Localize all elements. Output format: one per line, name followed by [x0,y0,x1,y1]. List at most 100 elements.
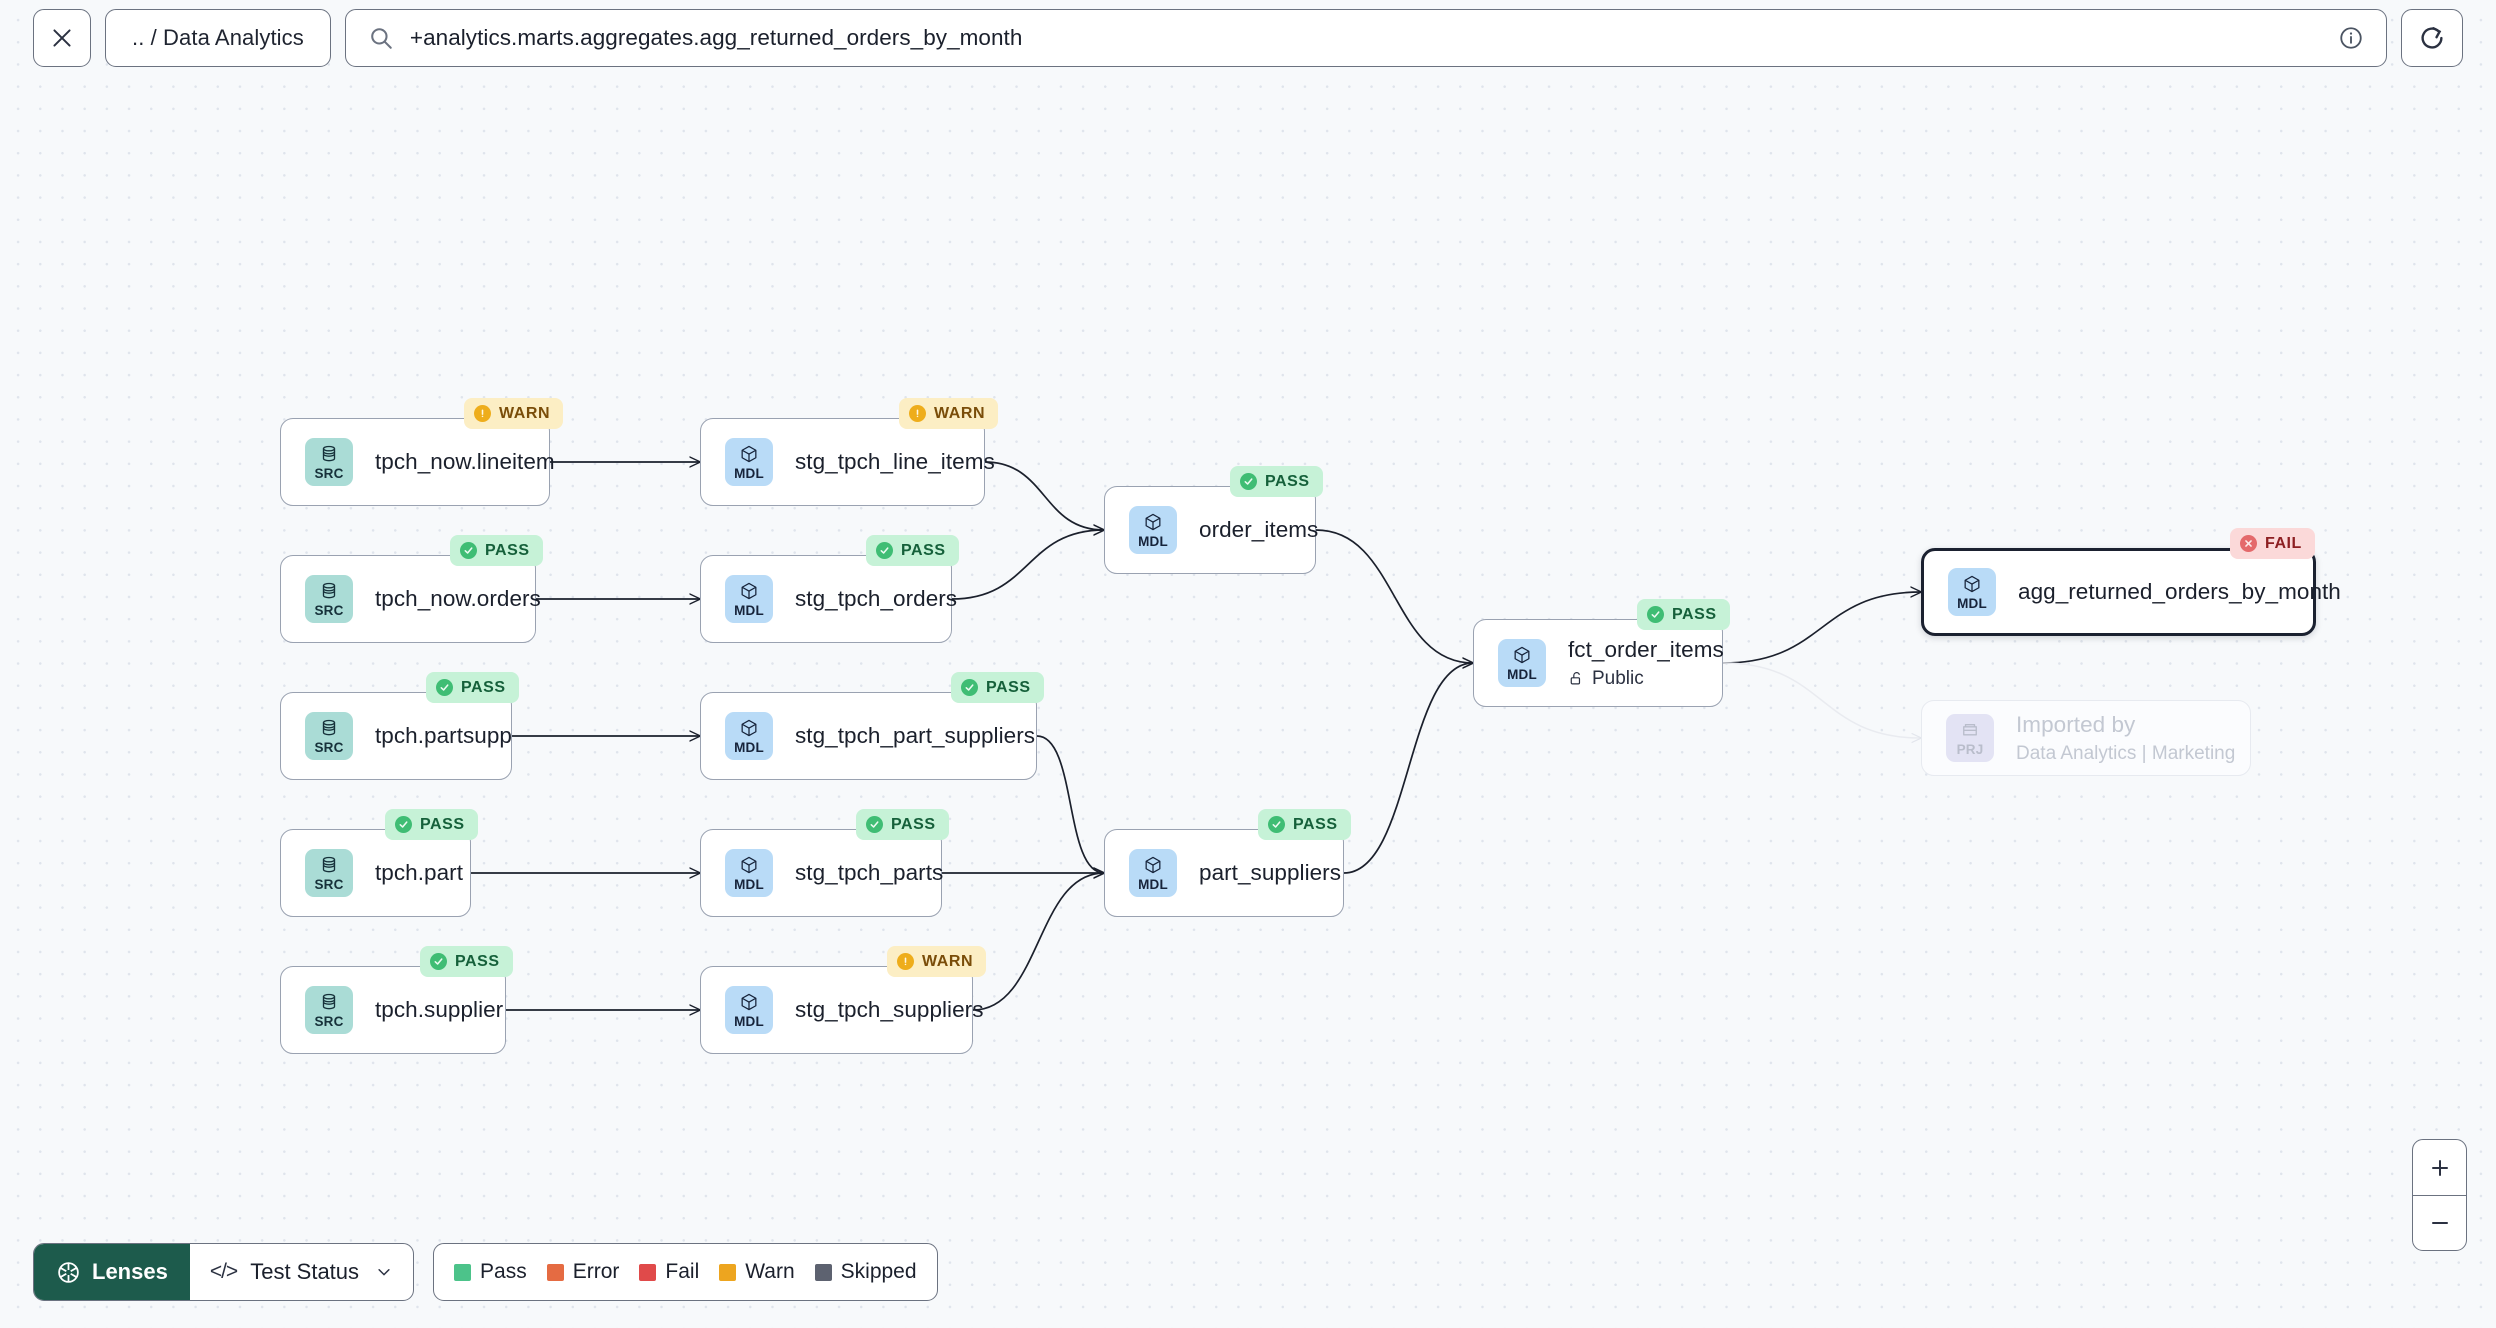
cube-icon [1964,575,1980,593]
graph-node-stg_tpch_line_items[interactable]: MDL stg_tpch_line_items [700,418,995,506]
graph-node-tpch_partsupp[interactable]: SRC tpch.partsupp [280,692,512,780]
node-type-label: MDL [1138,533,1168,549]
node-type-label: MDL [734,602,764,618]
legend-item-error[interactable]: Error [546,1260,619,1284]
node-title: stg_tpch_suppliers [795,997,984,1022]
bottom-toolbar: Lenses </> Test Status Pass Error Fail Warn… [33,1243,938,1301]
status-badge-warn[interactable]: WARN [899,398,999,429]
zoom-in-button[interactable] [2413,1140,2466,1195]
node-type-label: MDL [734,465,764,481]
node-type-label: PRJ [1956,741,1984,757]
cube-icon [741,445,757,463]
node-type-chip-src: SRC [305,712,353,760]
lenses-button[interactable]: Lenses [34,1244,190,1300]
node-body: tpch_now.orders [375,586,541,612]
legend-label: Fail [665,1260,700,1283]
check-icon [1651,611,1660,618]
status-badge-pass[interactable]: PASS [426,672,519,703]
status-badge-warn[interactable]: WARN [464,398,564,429]
legend-item-pass[interactable]: Pass [454,1260,527,1284]
search-bar[interactable]: +analytics.marts.aggregates.agg_returned… [344,8,2387,67]
node-body: stg_tpch_suppliers [795,997,984,1023]
legend-item-skipped[interactable]: Skipped [814,1260,917,1284]
close-button[interactable] [33,8,91,67]
legend-label: Warn [745,1260,795,1283]
legend-item-fail[interactable]: Fail [639,1260,699,1284]
graph-node-tpch_now_orders[interactable]: SRC tpch_now.orders [280,555,541,643]
node-type-label: SRC [314,465,344,481]
status-badge-pass[interactable]: PASS [420,946,513,977]
status-badge-fail[interactable]: FAIL [2230,528,2315,559]
node-body: part_suppliers [1199,860,1341,886]
exclamation-icon [916,409,919,418]
status-badge-pass[interactable]: PASS [1230,466,1323,497]
lenses-label: Lenses [92,1259,168,1284]
node-title: tpch.part [375,860,463,885]
status-badge-label: PASS [420,815,465,833]
status-badge-pass[interactable]: PASS [1258,809,1351,840]
edge-part_suppliers-to-fct_order_items [1343,663,1473,874]
status-badge-pass[interactable]: PASS [856,809,949,840]
node-body: tpch.supplier [375,997,503,1023]
cube-icon [741,993,757,1011]
graph-node-tpch_supplier[interactable]: SRC tpch.supplier [280,966,506,1054]
info-icon[interactable] [2338,25,2364,51]
search-icon [371,27,392,49]
node-type-chip-mdl: MDL [725,986,773,1034]
status-icon [866,816,883,833]
status-icon [1268,816,1285,833]
node-body: stg_tpch_line_items [795,449,995,475]
edge-stg_tpch_suppliers-to-part_suppliers [972,873,1104,1011]
graph-node-stg_tpch_orders[interactable]: MDL stg_tpch_orders [700,555,958,643]
edge-stg_tpch_orders-to-order_items [951,530,1104,600]
node-title: order_items [1199,517,1319,542]
legend-label: Pass [480,1260,527,1283]
node-type-label: SRC [314,1013,344,1029]
status-icon [897,953,914,970]
database-icon [322,993,336,1010]
refresh-button[interactable] [2401,8,2463,67]
zoom-controls [2412,1139,2467,1251]
legend-item-warn[interactable]: Warn [719,1260,795,1284]
status-badge-pass[interactable]: PASS [866,535,959,566]
node-type-chip-prj: PRJ [1946,714,1994,762]
status-icon [430,953,447,970]
node-type-chip-src: SRC [305,575,353,623]
status-badge-warn[interactable]: WARN [887,946,987,977]
search-input[interactable]: +analytics.marts.aggregates.agg_returned… [409,24,1023,50]
status-icon [909,405,926,422]
node-body: tpch.partsupp [375,723,512,749]
graph-node-order_items[interactable]: MDL order_items [1104,486,1319,574]
database-icon [322,445,336,462]
status-badge-pass[interactable]: PASS [385,809,478,840]
status-badge-pass[interactable]: PASS [951,672,1044,703]
edge-fct_order_items-to-agg_returned_orders_by_month [1722,592,1921,664]
breadcrumb[interactable]: .. / Data Analytics [105,8,331,67]
node-title: stg_tpch_orders [795,586,958,611]
cube-icon [1514,646,1530,664]
zoom-out-button[interactable] [2413,1195,2466,1250]
node-title: stg_tpch_part_suppliers [795,723,1036,748]
status-badge-pass[interactable]: PASS [450,535,543,566]
check-icon [965,684,974,691]
test-status-dropdown[interactable]: </> Test Status [190,1244,413,1300]
node-title: Imported by [2016,711,2136,737]
node-type-label: MDL [734,876,764,892]
refresh-icon [2421,26,2443,49]
node-title: part_suppliers [1199,860,1342,885]
graph-node-stg_tpch_suppliers[interactable]: MDL stg_tpch_suppliers [700,966,984,1054]
status-badge-label: WARN [922,952,974,970]
node-type-chip-mdl: MDL [725,849,773,897]
status-badge-pass[interactable]: PASS [1637,599,1730,630]
